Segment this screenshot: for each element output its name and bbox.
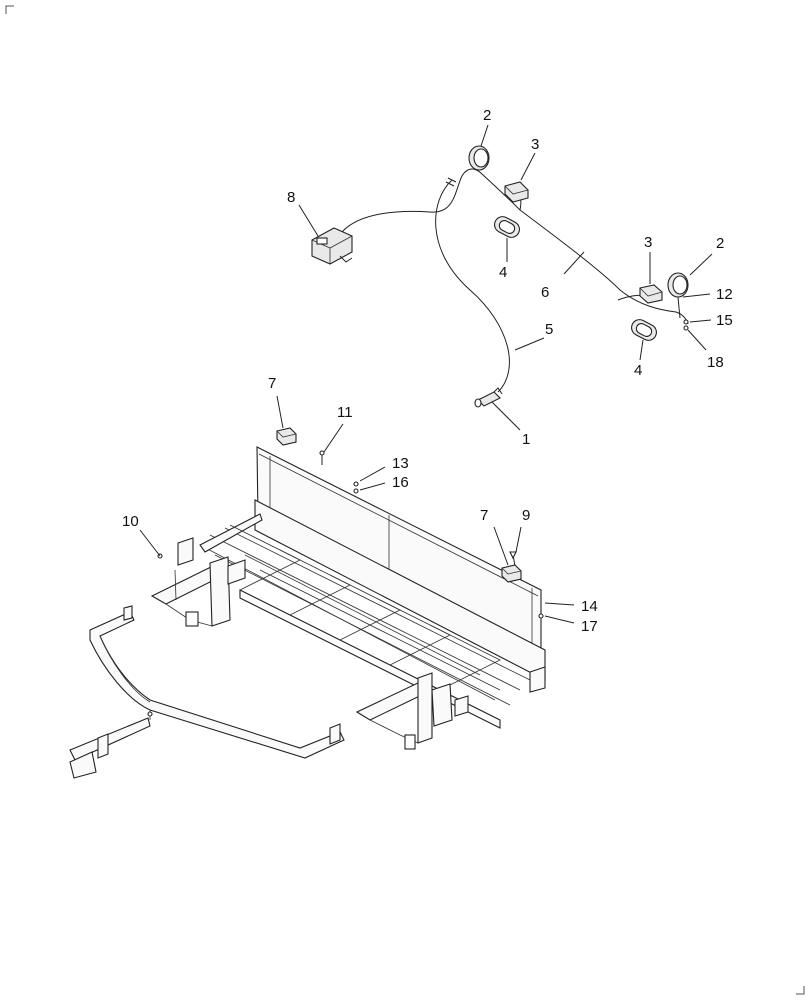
callout-14: 14 [581, 598, 598, 615]
callout-4-right: 4 [634, 362, 642, 379]
lamp-top [468, 145, 490, 171]
leader-lines-lower [139, 395, 575, 624]
leader-lines [298, 124, 713, 431]
callout-12: 12 [716, 286, 733, 303]
callout-6: 6 [541, 284, 549, 301]
callout-16: 16 [392, 474, 409, 491]
right-leg-bracket [355, 666, 546, 750]
callout-2-right: 2 [716, 235, 724, 252]
callout-3-top: 3 [531, 136, 539, 153]
callout-7-right: 7 [480, 507, 488, 524]
bracket-left [276, 427, 297, 446]
crop-marks [5, 5, 805, 995]
left-leg-bracket [150, 537, 246, 627]
hardware-bolts [157, 450, 544, 619]
grommet-top [494, 216, 520, 238]
cart-frame [69, 427, 546, 779]
callout-7-left: 7 [268, 375, 276, 392]
callouts: 2 3 8 4 6 3 2 12 15 5 18 4 7 11 1 13 16 … [122, 107, 733, 635]
callout-13: 13 [392, 455, 409, 472]
callout-3-right: 3 [644, 234, 652, 251]
lamp-right [667, 272, 689, 319]
plug-connector [474, 387, 503, 408]
marker-light-right [639, 284, 663, 304]
callout-10: 10 [122, 513, 139, 530]
junction-box [311, 227, 353, 265]
wiring-harness [311, 145, 689, 408]
marker-light-top [504, 181, 529, 203]
callout-17: 17 [581, 618, 598, 635]
callout-1: 1 [522, 431, 530, 448]
callout-9: 9 [522, 507, 530, 524]
grommet-right [631, 319, 657, 341]
callout-4-top: 4 [499, 264, 507, 281]
callout-11: 11 [337, 404, 353, 421]
callout-8: 8 [287, 189, 295, 206]
callout-2-top: 2 [483, 107, 491, 124]
callout-18: 18 [707, 354, 724, 371]
callout-5: 5 [545, 321, 553, 338]
hitch-tongue [69, 605, 345, 779]
callout-15: 15 [716, 312, 733, 329]
bracket-right [501, 564, 522, 583]
